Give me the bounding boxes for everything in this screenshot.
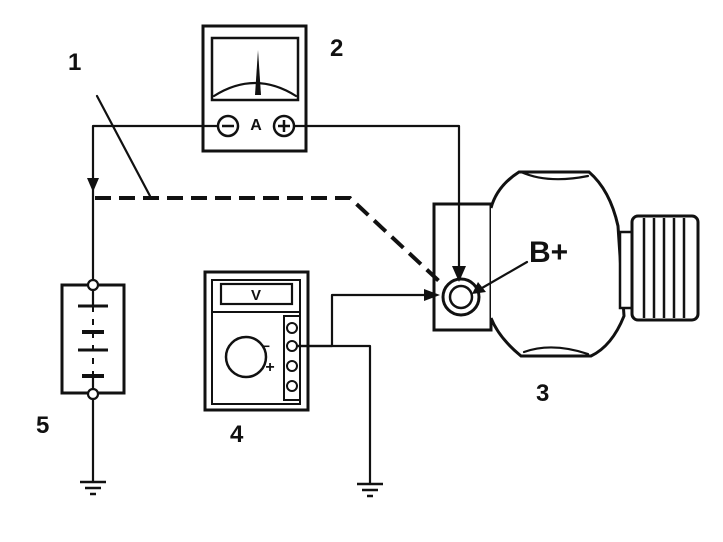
voltmeter-plus-sign: +: [265, 359, 274, 376]
battery-plus-terminal: [86, 278, 100, 292]
wire-ammeter-to-bplus: [292, 124, 461, 272]
wire-battery-to-ammeter: [91, 124, 220, 282]
label-3: 3: [536, 380, 549, 407]
ammeter-scale-arc: [212, 81, 298, 98]
voltmeter-jack-3: [286, 360, 298, 372]
voltmeter-jack-1: [286, 322, 298, 334]
alternator: [432, 170, 700, 358]
leader-line-bplus: [480, 260, 529, 290]
voltmeter-dial: [224, 335, 268, 379]
ground-symbol-battery: [80, 480, 106, 496]
label-b-plus: B+: [529, 236, 568, 269]
test-lead-dashed: [95, 196, 442, 284]
wire-voltmeter-to-bplus: [295, 293, 436, 348]
ammeter: A: [201, 24, 308, 153]
voltmeter-display: [219, 282, 294, 306]
voltmeter: V − +: [203, 270, 310, 412]
voltmeter-minus-sign: −: [262, 338, 270, 354]
label-1: 1: [68, 49, 81, 76]
alternator-pulley: [630, 214, 700, 322]
label-5: 5: [36, 412, 49, 439]
ground-symbol-voltmeter: [357, 482, 383, 498]
ammeter-unit-label: A: [250, 117, 262, 134]
label-2: 2: [330, 35, 343, 62]
label-4: 4: [230, 421, 244, 448]
leader-line-1: [95, 94, 152, 198]
battery: [60, 278, 126, 401]
current-arrow: [87, 178, 99, 192]
wire-voltmeter-to-ground: [295, 344, 372, 486]
voltmeter-unit-label: V: [251, 287, 261, 304]
voltmeter-jack-4: [286, 380, 298, 392]
voltmeter-jack-2: [286, 340, 298, 352]
battery-minus-terminal: [86, 387, 100, 401]
ammeter-needle: [255, 50, 261, 95]
